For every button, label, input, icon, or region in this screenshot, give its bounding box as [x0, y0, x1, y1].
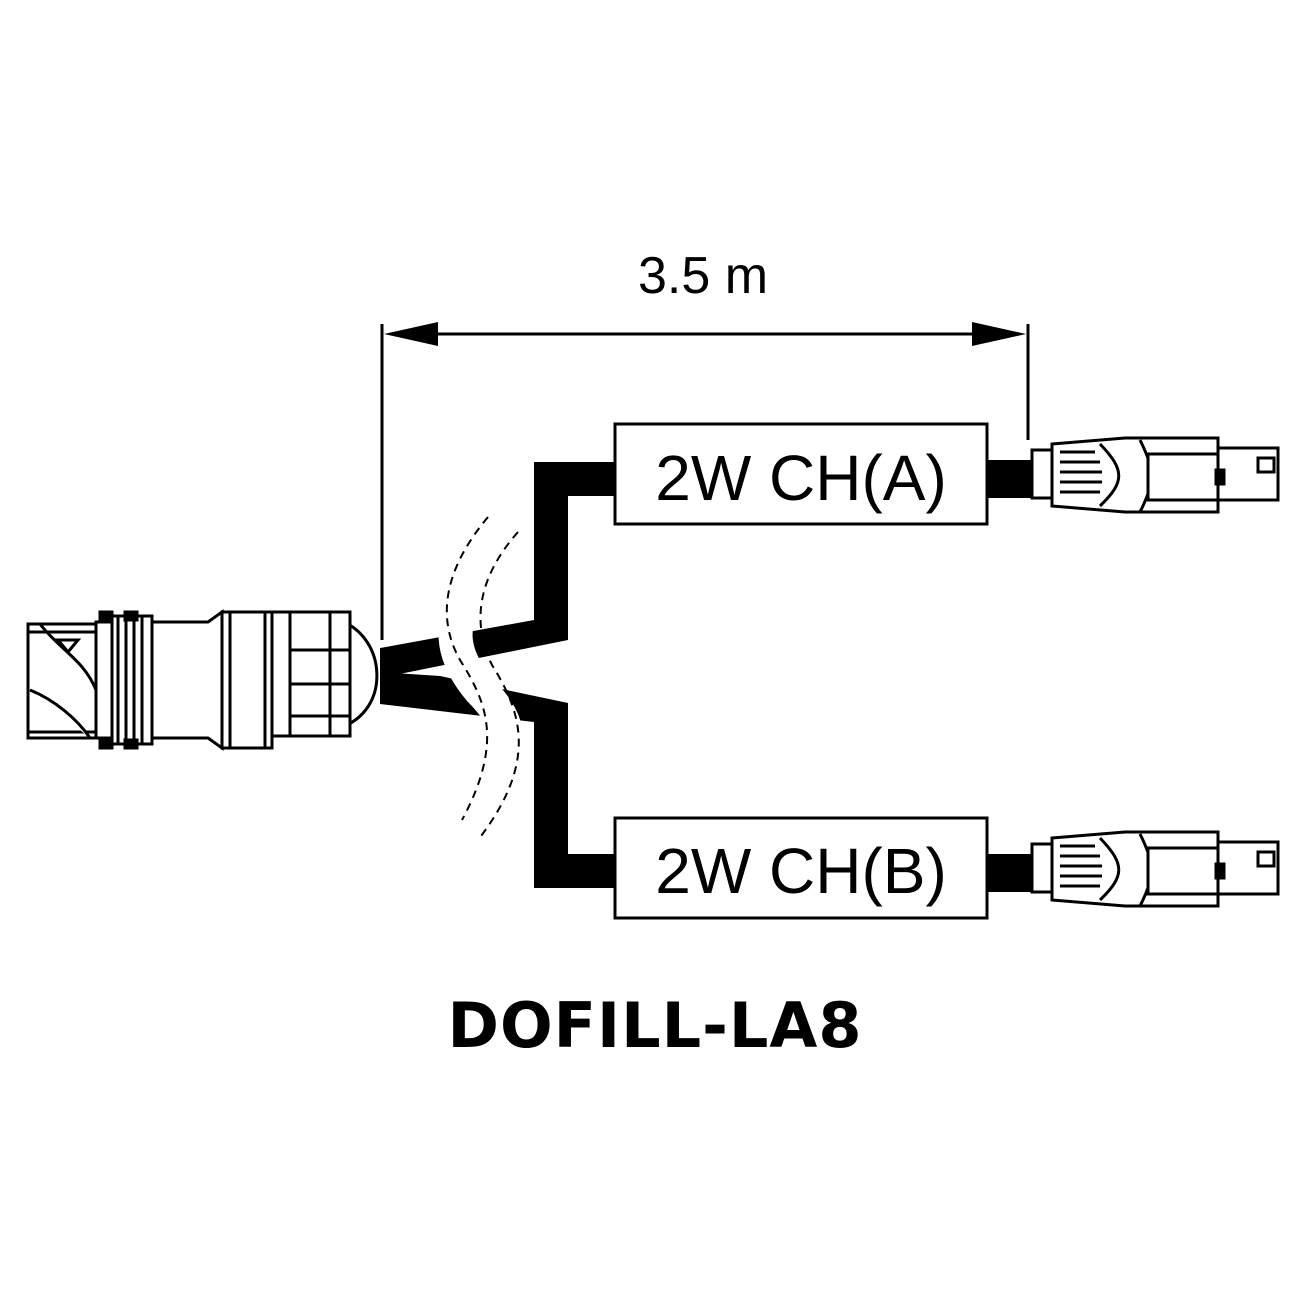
- cable-split: [380, 462, 615, 888]
- channel-b-group: 2W CH(B): [613, 816, 1037, 920]
- dimension-indicator: 3.5 m: [380, 247, 1030, 640]
- rj45-connector-b-icon: [1030, 830, 1280, 908]
- channel-b-label-box: [613, 816, 989, 920]
- rj45-connector-a-icon: [1030, 436, 1280, 514]
- arrow-left: [384, 322, 438, 346]
- multipin-connector-icon: [26, 609, 379, 751]
- channel-a-label-box: [613, 422, 989, 526]
- dimension-label: 3.5 m: [638, 247, 768, 305]
- model-name: DOFILL-LA8: [448, 989, 863, 1062]
- arrow-right: [972, 322, 1026, 346]
- channel-a-label: 2W CH(A): [655, 442, 947, 514]
- channel-b-label: 2W CH(B): [655, 835, 947, 907]
- channel-a-group: 2W CH(A): [613, 422, 1037, 526]
